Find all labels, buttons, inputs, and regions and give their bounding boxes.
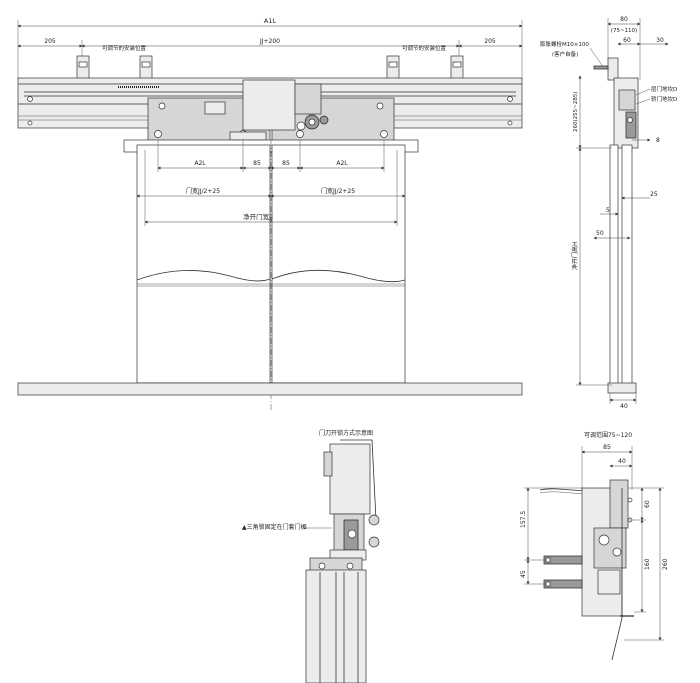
label-bracket-60: 60 [644, 500, 651, 508]
label-side-height-range: 260(255~285) [573, 92, 579, 132]
front-view: A1L 205 JJ+200 205 可调节的安装位置 可调节的安装位置 [17, 17, 523, 410]
label-overall-width: A1L [264, 17, 277, 25]
label-hall-door-b: 轿门地坎D [651, 95, 677, 103]
label-offset-left: 85 [253, 160, 261, 167]
label-a2l-left: A2L [194, 160, 206, 167]
side-top-dims: 80 (75~110) 60 30 [607, 16, 669, 80]
bracket-structure [543, 479, 634, 661]
label-bolt-note: (客户自备) [552, 50, 578, 58]
label-side-60: 60 [623, 37, 631, 44]
drive-unit [204, 79, 329, 141]
dim-clear-opening: 净开门宽JJ [144, 150, 398, 226]
label-bracket-260: 260 [662, 558, 669, 570]
side-height-dims: 260(255~285) 净开门高H [571, 75, 612, 386]
label-side-40: 40 [620, 403, 628, 410]
doors [123, 139, 419, 410]
label-adjust-left: 可调节的安装位置 [102, 44, 147, 52]
label-adjust-right: 可调节的安装位置 [402, 44, 447, 52]
label-side-8: 8 [656, 137, 660, 144]
dim-overall-width: A1L [17, 17, 523, 80]
dim-a2l-row: A2L 85 85 A2L [157, 140, 385, 172]
side-structure [593, 57, 639, 394]
label-bracket-160: 160 [644, 558, 651, 570]
sill [17, 382, 523, 396]
label-offset-right: 85 [282, 160, 290, 167]
label-side-30: 30 [656, 37, 664, 44]
bracket-view: 可调范围75~120 85 40 [520, 431, 669, 661]
dim-rail-row: 205 JJ+200 205 可调节的安装位置 可调节的安装位置 [17, 38, 523, 62]
label-triangle-note: ▲三角锁固定在门套门楣 [242, 523, 307, 531]
side-view: 80 (75~110) 60 30 膨胀螺栓M10×100 (客户自备) [540, 16, 677, 410]
label-clear-opening: 净开门宽JJ [243, 212, 273, 221]
label-side-80: 80 [620, 16, 628, 23]
label-clear-height: 净开门高H [571, 241, 579, 270]
label-side-range: (75~110) [611, 28, 637, 34]
dim-half-width-row: 门宽JJ/2+25 门宽JJ/2+25 [136, 187, 406, 198]
label-side-5: 5 [606, 207, 610, 214]
label-bolt: 膨胀螺栓M10×100 [540, 40, 589, 48]
label-bracket-40: 40 [618, 458, 626, 465]
label-half-left: 门宽JJ/2+25 [186, 187, 220, 195]
label-left-margin: 205 [44, 38, 56, 45]
bracket-vertical-dims: 157.5 45 60 160 260 [520, 487, 669, 641]
label-detail-title: 门刀开锁方式示意图 [319, 429, 373, 437]
bracket-top-dims: 可调范围75~120 85 40 [581, 431, 633, 490]
label-bracket-85: 85 [603, 444, 611, 451]
label-side-25: 25 [650, 191, 658, 198]
label-hall-door-a: 层门地坎D [651, 85, 677, 93]
label-a2l-right: A2L [336, 160, 348, 167]
detail-view: 门刀开锁方式示意图 ▲三角锁固定在门套门楣 [242, 429, 380, 683]
label-bracket-157-5: 157.5 [520, 511, 527, 528]
label-half-right: 门宽JJ/2+25 [321, 187, 355, 195]
label-rail-length: JJ+200 [259, 38, 280, 45]
label-bracket-45: 45 [520, 570, 527, 578]
label-right-margin: 205 [484, 38, 496, 45]
label-bracket-range: 可调范围75~120 [584, 431, 632, 439]
label-side-50: 50 [596, 230, 604, 237]
mounting-brackets [76, 55, 464, 81]
